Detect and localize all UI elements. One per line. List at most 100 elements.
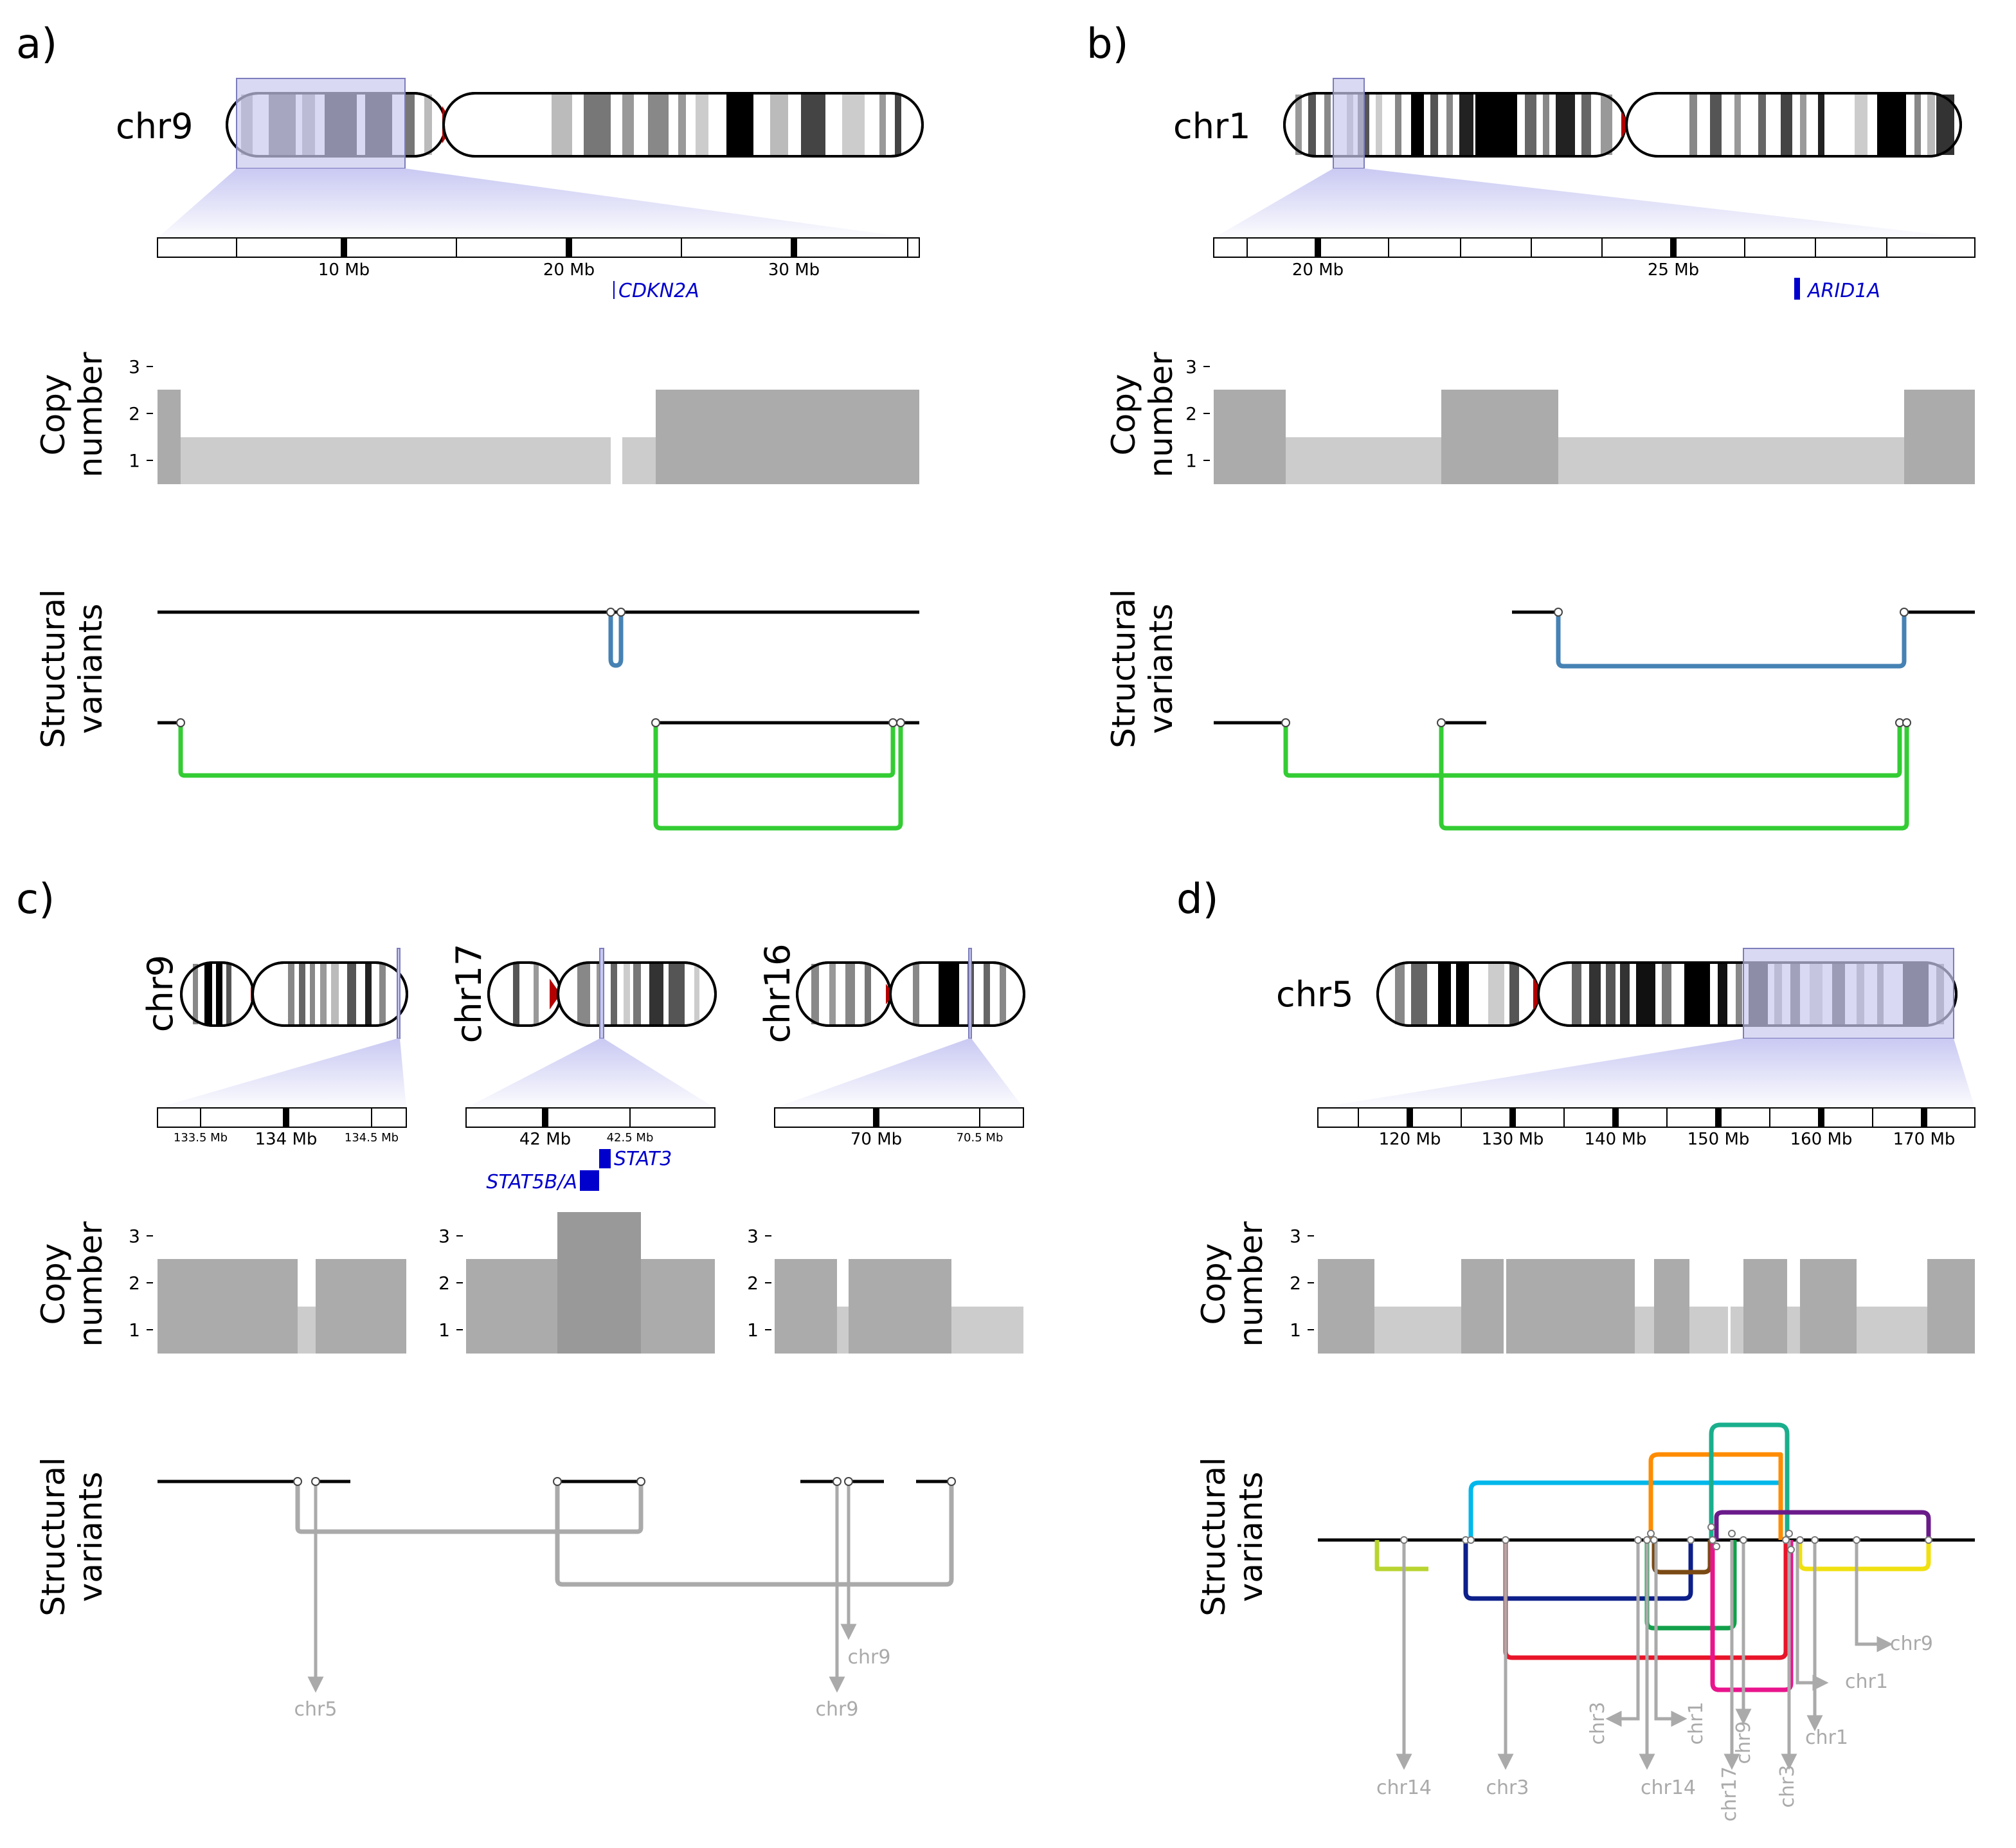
partner-label: chr14 [1641,1777,1696,1799]
sv-link [1463,1540,1693,1601]
tick-label: 20 Mb [543,260,595,280]
partner-label: chr1 [1805,1726,1848,1749]
cn-tick: 3 [747,1226,759,1247]
cn-ticks-d: 3 2 1 [1290,1226,1314,1341]
cn-segment [158,1259,298,1354]
cn-segment [1635,1307,1654,1354]
partner-label: chr5 [294,1698,338,1721]
tick-label: 42 Mb [519,1130,571,1149]
ideogram-chr1 [1283,78,1962,169]
ideogram-c-chr9 [180,948,408,1039]
cn-segment [158,390,181,484]
partner-label: chr3 [1486,1777,1529,1799]
sv-link [1710,1540,1794,1692]
sv-axis-label-c: Structuralvariants [35,1457,109,1616]
tick-label: 170 Mb [1893,1130,1956,1149]
tick-label: 120 Mb [1379,1130,1441,1149]
sv-link [178,723,896,778]
cn-segment [1787,1307,1800,1354]
cn-segment [1506,1259,1635,1354]
tick-label: 134 Mb [255,1130,318,1149]
sv-axis-label-d: Structuralvariants [1195,1457,1270,1616]
cn-tick: 3 [129,1226,140,1247]
sv-tracks-a [158,608,919,831]
gene-label-cdkn2a: CDKN2A [618,280,699,302]
cn-segment [1441,390,1558,484]
cn-segment [1731,1307,1743,1354]
panel-a: a) chr9 1 [16,21,924,831]
panel-label-d: d) [1176,876,1219,923]
cn-segment [1286,437,1441,484]
cn-tick: 2 [747,1273,759,1294]
cn-ticks-b: 3 2 1 [1185,356,1210,471]
partner-label: chr9 [848,1646,891,1669]
sv-link [1648,1452,1783,1540]
sv-link [1797,1540,1931,1572]
cn-axis-label-c: Copynumber [35,1221,109,1347]
partner-label: chr3 [1776,1765,1799,1808]
partner-label: chr1 [1845,1671,1888,1693]
cn-segment [1927,1259,1975,1354]
panel-c: c) chr9 133.5 Mb 134 Mb 134.5 Mb chr17 [16,876,1025,1721]
panel-label-a: a) [16,21,57,68]
cn-axis-label-a: Copynumber [35,352,109,478]
gene-label-stat5ba: STAT5B/A [486,1171,577,1193]
breakpoints-d [1400,1523,1932,1554]
ideogram-chr9 [226,78,924,169]
gene-label-arid1a: ARID1A [1806,280,1880,302]
cn-tick: 2 [129,1273,140,1294]
cn-segment [641,1259,715,1354]
tick-label: 70.5 Mb [957,1131,1004,1145]
partner-label: chr17 [1718,1766,1741,1822]
zoom-wedge-a [158,168,912,238]
cn-segments-d [1318,1259,1975,1354]
cn-segment [837,1307,849,1354]
cn-tick: 3 [1290,1226,1301,1247]
tick-label: 42.5 Mb [607,1131,654,1145]
zoom-wedge-d [1318,1038,1975,1108]
cn-tick: 1 [747,1319,759,1341]
tick-label: 140 Mb [1585,1130,1647,1149]
ideogram-c-chr17 [487,948,717,1039]
sv-deletion [1556,612,1907,669]
sv-translocation [1855,1540,1893,1653]
cn-segment [1214,390,1286,484]
cn-tick: 2 [438,1273,450,1294]
cn-segment [1318,1259,1374,1354]
partner-label: chr9 [1733,1721,1755,1764]
ruler-c1: 133.5 Mb 134 Mb 134.5 Mb [157,1107,407,1149]
panel-d: d) chr5 [1176,876,1976,1822]
cn-segment [951,1307,1023,1354]
sv-link [555,1481,954,1587]
ruler-a: 10 Mb 20 Mb 30 Mb [157,237,920,280]
sv-link [1374,1540,1428,1572]
chromosome-name-c-chr16: chr16 [757,944,798,1044]
cn-segment [849,1259,951,1354]
ruler-b: 20 Mb 25 Mb [1213,237,1976,280]
tick-label: 30 Mb [768,260,820,280]
tick-label: 25 Mb [1648,260,1699,280]
partner-label: chr3 [1587,1702,1609,1745]
cn-tick: 1 [129,450,140,471]
cn-segment [298,1307,316,1354]
cn-segment [1374,1307,1461,1354]
tick-label: 134.5 Mb [345,1131,399,1145]
panel-label-b: b) [1086,21,1129,68]
cn-ticks-a: 3 2 1 [129,356,153,471]
chromosome-name-a: chr9 [116,106,193,147]
cn-axis-label-d: Copynumber [1195,1221,1270,1347]
sv-translocation [1605,1540,1640,1727]
partner-label: chr14 [1376,1777,1432,1799]
tick-label: 10 Mb [318,260,370,280]
panel-label-c: c) [16,876,55,923]
tick-label: 150 Mb [1688,1130,1750,1149]
partner-labels-d: chr14 chr3 chr3 chr14 chr1 chr17 chr9 ch… [1376,1633,1933,1822]
zoom-wedge-c3 [775,1038,1023,1108]
zoom-wedge-b [1214,168,1967,238]
cn-segment [1461,1259,1504,1354]
cn-segment [622,437,656,484]
cn-tick: 1 [1185,450,1197,471]
chromosome-name-b: chr1 [1173,106,1250,147]
tick-label: 20 Mb [1292,260,1344,280]
cn-tick: 3 [129,356,140,377]
